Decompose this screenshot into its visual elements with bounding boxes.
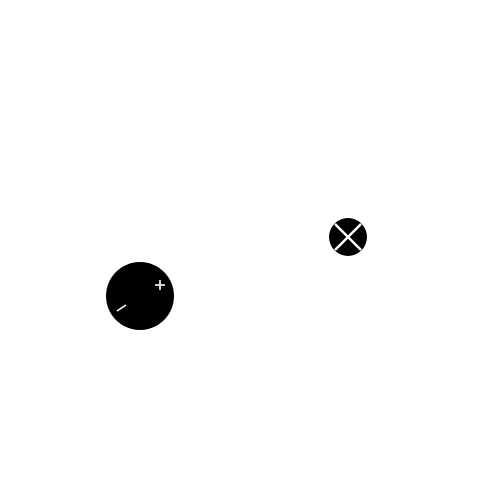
battery-cell-symbol xyxy=(106,262,174,330)
battery-body xyxy=(106,262,174,330)
lamp-symbol xyxy=(329,218,367,256)
negative-terminal-mark xyxy=(116,304,127,312)
lamp-cross-line-2 xyxy=(334,223,362,251)
